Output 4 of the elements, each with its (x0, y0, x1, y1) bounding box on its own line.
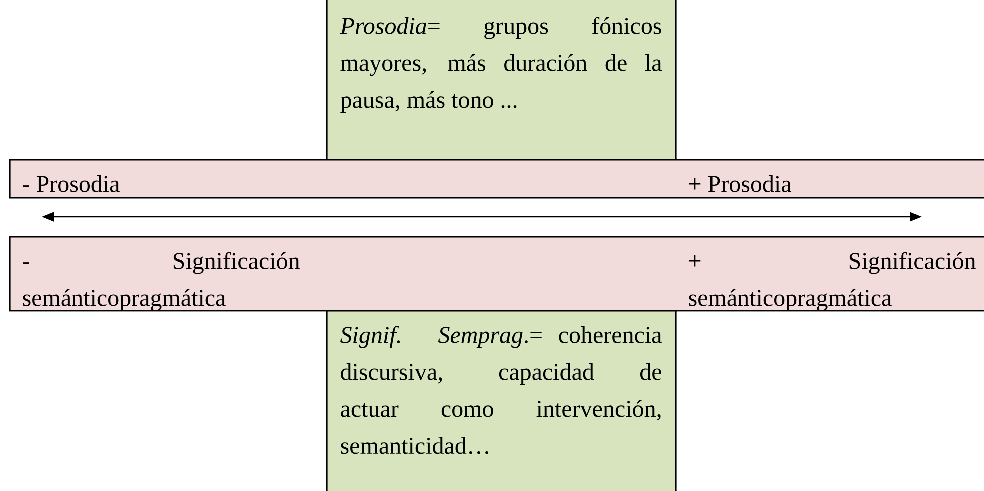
scale-band: - Prosodia + Prosodia (9, 159, 984, 199)
scale-band: - Significación semánticopragmática + Significación semánticopragmática (9, 236, 984, 312)
text-box: Prosodia= grupos fónicos mayores, más duración de la pausa, más tono ... (326, 0, 677, 161)
text-box: Signif. Semprag.= coherencia discursiva, capacidad de actuar como intervención, semanticidad… (326, 310, 677, 491)
